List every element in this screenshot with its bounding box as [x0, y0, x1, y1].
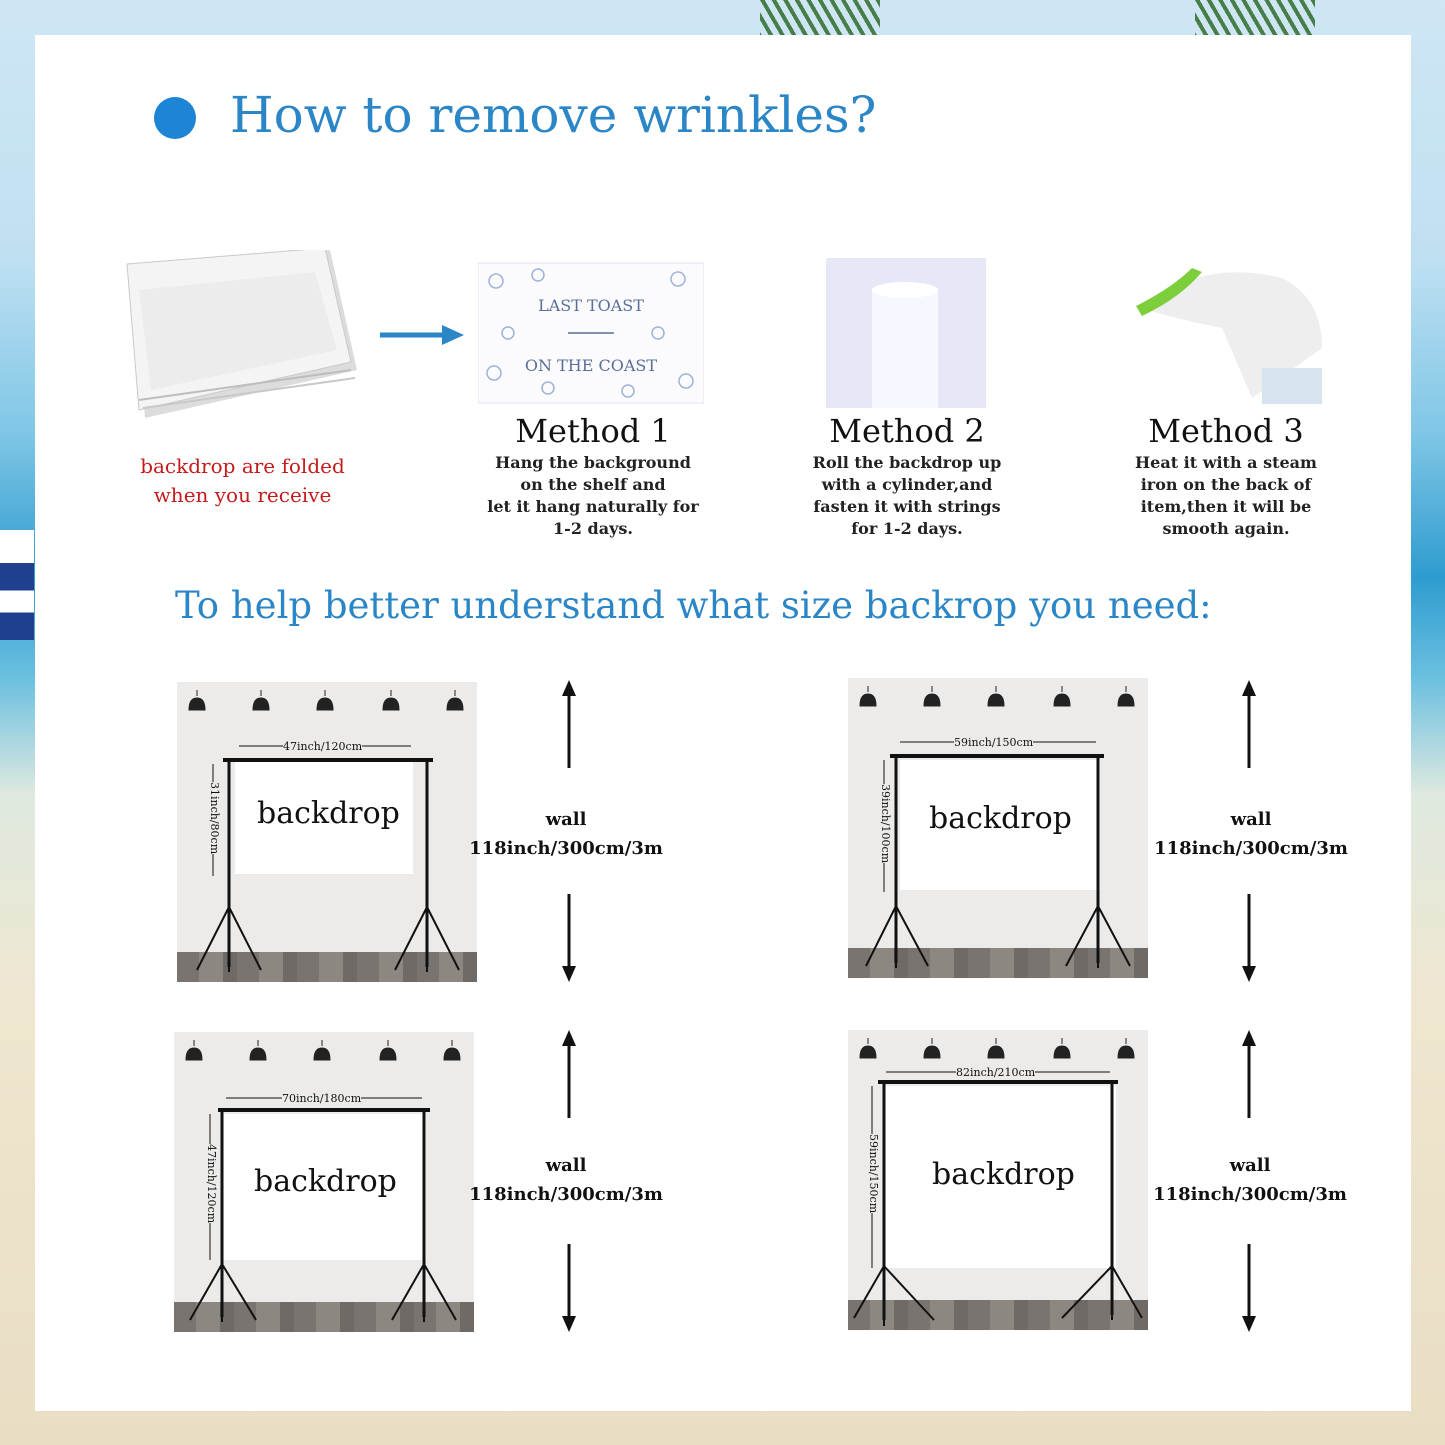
height-dimension: 39inch/100cm — [879, 784, 892, 864]
lamp-icon — [923, 1038, 941, 1059]
wall-height-arrow-icon — [562, 1030, 576, 1332]
page-title: How to remove wrinkles? — [230, 86, 877, 144]
method-3-image — [1132, 258, 1324, 408]
palm-leaf-decoration — [760, 0, 880, 40]
lamp-icon — [923, 686, 941, 707]
lamp-icon — [987, 1038, 1005, 1059]
lamp-icon — [1053, 686, 1071, 707]
lamp-icon — [185, 1040, 203, 1061]
method-2-image — [826, 258, 986, 408]
svg-text:ON THE COAST: ON THE COAST — [525, 356, 657, 375]
folded-caption: backdrop are folded when you receive — [140, 454, 345, 507]
method-3-text: Heat it with a steam iron on the back of… — [1135, 453, 1317, 538]
width-dimension: 82inch/210cm — [956, 1066, 1036, 1079]
palm-leaf-decoration — [1195, 0, 1315, 40]
lamp-icon — [379, 1040, 397, 1061]
lamp-icon — [382, 690, 400, 711]
backdrop-stand — [865, 741, 1131, 968]
lamp-icon — [443, 1040, 461, 1061]
backdrop-stand — [196, 745, 460, 972]
lamp-icon — [987, 686, 1005, 707]
size-guide-subtitle: To help better understand what size back… — [175, 584, 1212, 627]
lamp-icon — [859, 686, 877, 707]
lamp-icon — [313, 1040, 331, 1061]
wall-height-arrow-icon — [1242, 1030, 1256, 1332]
lamp-icon — [252, 690, 270, 711]
height-dimension: 31inch/80cm — [208, 782, 221, 855]
wall-size-4: wall 118inch/300cm/3m — [1153, 1155, 1347, 1205]
wall-size-1: wall 118inch/300cm/3m — [469, 809, 663, 859]
lamp-icon — [1117, 1038, 1135, 1059]
wall-height-arrow-icon — [562, 680, 576, 982]
backdrop-label: backdrop — [932, 1157, 1075, 1192]
method-2-text: Roll the backdrop up with a cylinder,and… — [812, 453, 1002, 538]
lamp-icon — [446, 690, 464, 711]
backdrop-label: backdrop — [257, 796, 400, 831]
width-dimension: 59inch/150cm — [954, 736, 1034, 749]
bullet-dot-icon — [154, 97, 196, 139]
wall-height-arrow-icon — [1242, 680, 1256, 982]
folded-backdrop-image — [126, 250, 357, 418]
width-dimension: 47inch/120cm — [283, 740, 363, 753]
height-dimension: 47inch/120cm — [205, 1144, 218, 1224]
size-scene-3: 70inch/180cm 47inch/120cm backdrop — [174, 1032, 474, 1332]
method-2-title: Method 2 — [829, 412, 985, 450]
beach-umbrella-decoration — [0, 530, 34, 640]
size-scene-1: 47inch/120cm 31inch/80cm backdrop — [177, 682, 477, 982]
svg-text:LAST TOAST: LAST TOAST — [538, 296, 644, 315]
width-dimension: 70inch/180cm — [282, 1092, 362, 1105]
lamp-icon — [859, 1038, 877, 1059]
method-1-image: LAST TOAST ON THE COAST — [478, 262, 704, 404]
wall-size-3: wall 118inch/300cm/3m — [469, 1155, 663, 1205]
backdrop-label: backdrop — [254, 1164, 397, 1199]
height-dimension: 59inch/150cm — [867, 1134, 880, 1214]
lamp-icon — [1117, 686, 1135, 707]
size-scene-4: 82inch/210cm 59inch/150cm backdrop — [848, 1030, 1148, 1330]
arrow-right-icon — [380, 325, 464, 345]
lamp-icon — [188, 690, 206, 711]
backdrop-label: backdrop — [929, 801, 1072, 836]
wall-size-2: wall 118inch/300cm/3m — [1154, 809, 1348, 859]
lamp-icon — [316, 690, 334, 711]
lamp-icon — [249, 1040, 267, 1061]
method-3-title: Method 3 — [1148, 412, 1304, 450]
method-1-text: Hang the background on the shelf and let… — [487, 453, 699, 538]
method-1-title: Method 1 — [515, 412, 671, 450]
size-scene-2: 59inch/150cm 39inch/100cm backdrop — [848, 678, 1148, 978]
lamp-icon — [1053, 1038, 1071, 1059]
